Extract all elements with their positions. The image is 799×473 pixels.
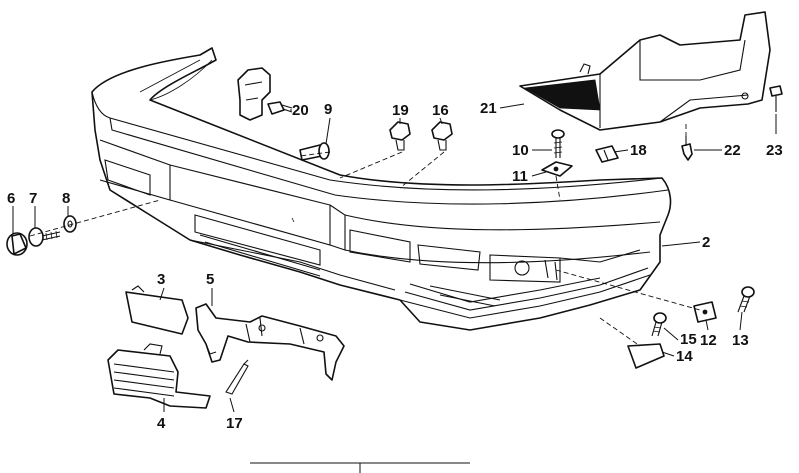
front-bumper-assembly (91, 47, 672, 331)
grille-part-4 (107, 343, 211, 409)
washer-part-8 (63, 215, 77, 233)
callout-11: 11 (512, 168, 528, 185)
callout-17: 17 (226, 415, 243, 432)
callout-19: 19 (392, 102, 409, 119)
nut-part-11 (541, 161, 573, 177)
bracket-part-5 (195, 303, 345, 381)
cap-part-6 (6, 232, 28, 256)
callout-7: 7 (29, 190, 37, 207)
clip-part-16 (431, 121, 453, 151)
callout-12: 12 (700, 332, 717, 349)
cover-part-3 (125, 285, 189, 335)
callout-9: 9 (324, 101, 332, 118)
screw-part-13 (737, 286, 755, 313)
pin-part-9 (299, 142, 330, 161)
screw-part-10 (551, 129, 565, 158)
callout-6: 6 (7, 190, 15, 207)
clip-part-12 (693, 301, 717, 323)
callout-4: 4 (157, 415, 166, 432)
screw-part-23 (769, 85, 783, 112)
screw-part-15 (651, 312, 667, 337)
callout-22: 22 (724, 142, 741, 159)
bolt-part-22 (681, 136, 693, 161)
callout-2: 2 (702, 234, 710, 251)
clip-part-18 (595, 145, 619, 163)
callout-23: 23 (766, 142, 783, 159)
callout-14: 14 (676, 348, 693, 365)
clip-part-17 (225, 359, 249, 395)
callout-16: 16 (432, 102, 449, 119)
trim-part-14 (627, 343, 665, 369)
clip-part-19 (389, 121, 411, 151)
bracket-part-20 (237, 67, 293, 121)
callout-13: 13 (732, 332, 749, 349)
callout-10: 10 (512, 142, 529, 159)
callout-labels: 2 3 4 5 6 7 8 9 10 11 12 13 14 15 16 17 … (7, 100, 783, 432)
callout-5: 5 (206, 271, 214, 288)
callout-18: 18 (630, 142, 647, 159)
callout-3: 3 (157, 271, 165, 288)
bracket-part-21 (519, 11, 771, 131)
callout-8: 8 (62, 190, 70, 207)
leader-lines (12, 103, 777, 413)
reference-line (250, 462, 470, 473)
callout-15: 15 (680, 331, 697, 348)
alignment-lines (29, 124, 701, 347)
screw-part-7 (28, 227, 61, 247)
callout-20: 20 (292, 102, 309, 119)
callout-21: 21 (480, 100, 497, 117)
